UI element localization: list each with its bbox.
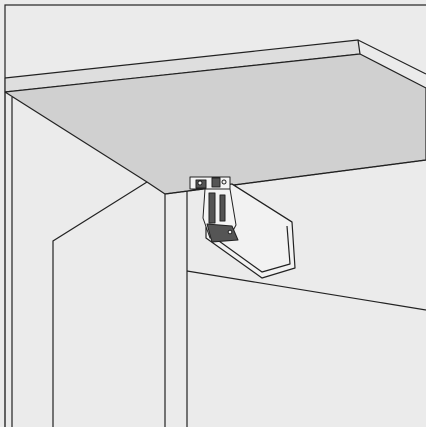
bracket-rail-inner-lip [211,225,291,273]
hinge-screw-1 [197,180,203,186]
hinge-base [206,223,239,243]
hinge-screw-2 [221,179,227,185]
hinge-arm-link-2 [219,194,226,222]
worktop-surface [4,53,426,195]
cabinet-carcass [4,92,426,427]
worktop-panel [4,39,426,195]
hinge-screw-3 [227,229,233,235]
hinge-arm-link-1 [208,192,216,224]
shelf-line-bottom [186,270,426,311]
left-door-panel-outline [52,181,148,427]
concealed-hinge-icon [189,176,239,243]
worktop-right-edge [357,39,426,75]
bracket-rail-top-edge [231,183,293,223]
hinge-cup-2 [211,177,221,188]
